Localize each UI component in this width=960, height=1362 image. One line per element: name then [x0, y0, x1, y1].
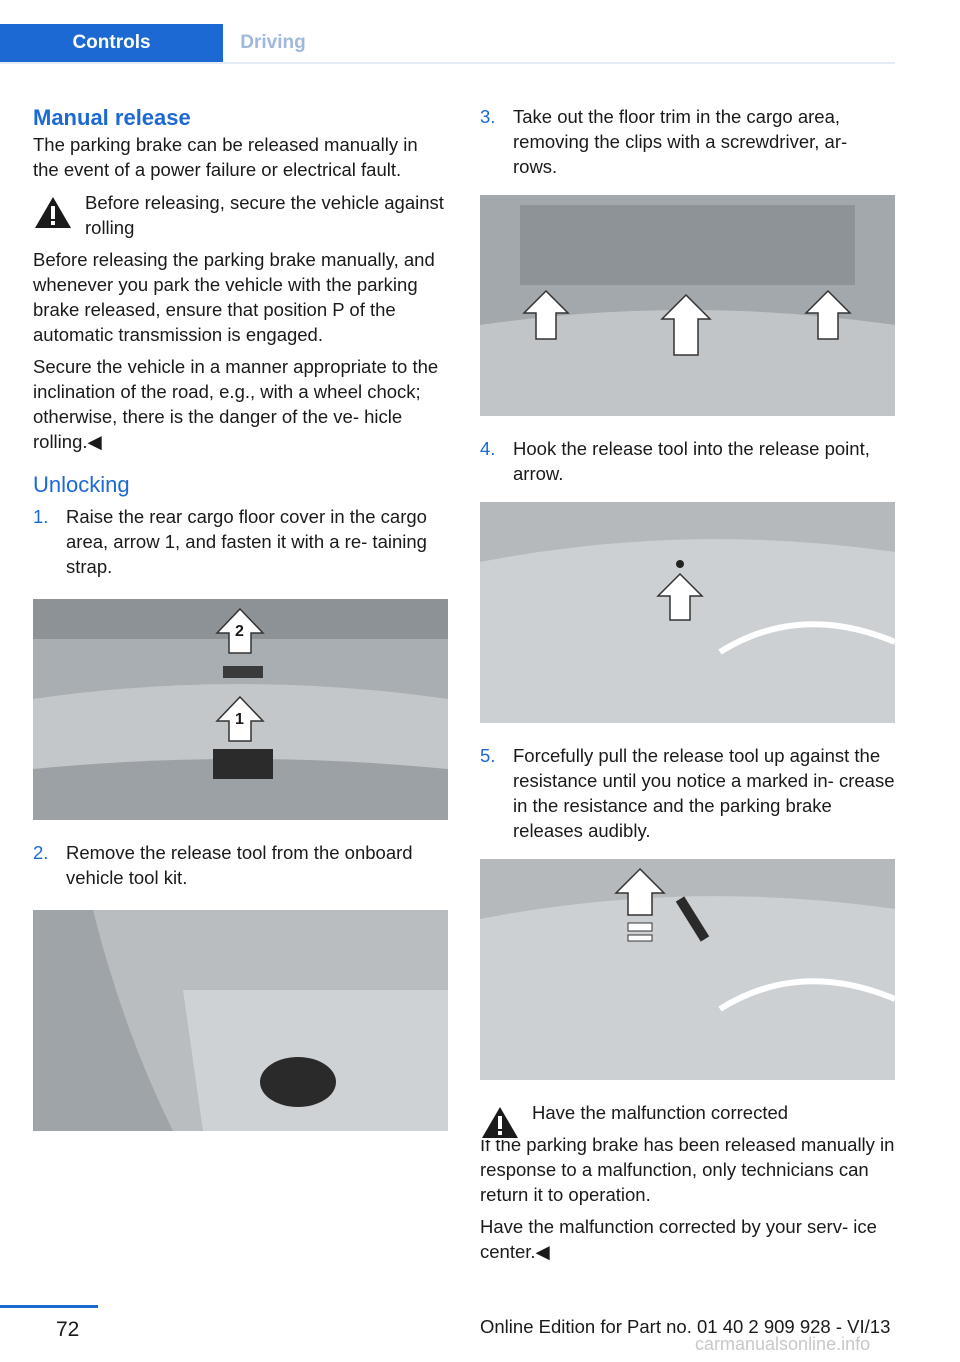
- footer-divider: [0, 1305, 98, 1308]
- step-number: 1.: [33, 506, 49, 527]
- step-text: Take out the floor trim in the cargo are…: [513, 106, 848, 177]
- figure-tool-kit: [33, 910, 448, 1131]
- section-heading: Manual release: [33, 105, 191, 130]
- step-4: 4. Hook the release tool into the releas…: [480, 436, 895, 486]
- step-number: 3.: [480, 106, 496, 127]
- closing-text: Have the malfunction corrected by your s…: [480, 1216, 877, 1262]
- warning-triangle-icon: [480, 1104, 520, 1140]
- tab-controls[interactable]: Controls: [0, 24, 223, 62]
- figure-cargo-floor-cover: 2 1: [33, 599, 448, 820]
- step-text: Hook the release tool into the release p…: [513, 438, 870, 484]
- step-number: 2.: [33, 842, 49, 863]
- warning-title: Before releasing, secure the vehicle aga…: [85, 192, 444, 238]
- step-3: 3. Take out the floor trim in the cargo …: [480, 104, 895, 179]
- tab-driving[interactable]: Driving: [223, 24, 323, 62]
- edition-text: Online Edition for Part no. 01 40 2 909 …: [480, 1316, 891, 1337]
- step-number: 4.: [480, 438, 496, 459]
- step-number: 5.: [480, 745, 496, 766]
- warning-block: Before releasing, secure the vehicle aga…: [33, 190, 448, 240]
- header-tabbar: Controls Driving: [0, 24, 895, 64]
- step-text: Raise the rear cargo floor cover in the …: [66, 506, 427, 577]
- left-column: Manual release The parking brake can be …: [33, 104, 448, 1151]
- step-1: 1. Raise the rear cargo floor cover in t…: [33, 504, 448, 579]
- warning-paragraph-2: Secure the vehicle in a manner appropria…: [33, 356, 439, 452]
- figure-floor-trim: [480, 195, 895, 416]
- step-text: Remove the release tool from the onboard…: [66, 842, 413, 888]
- warning-paragraph-1: Before releasing the parking brake manua…: [33, 249, 435, 345]
- figure-release-point: [480, 502, 895, 723]
- subheading-unlocking: Unlocking: [33, 472, 130, 497]
- warning-text: If the parking brake has been released m…: [480, 1134, 895, 1205]
- right-column: 3. Take out the floor trim in the cargo …: [480, 104, 895, 1271]
- step-2: 2. Remove the release tool from the onbo…: [33, 840, 448, 890]
- step-5: 5. Forcefully pull the release tool up a…: [480, 743, 895, 843]
- figure-pull-tool: [480, 859, 895, 1080]
- warning-triangle-icon: [33, 194, 73, 230]
- step-text: Forcefully pull the release tool up agai…: [513, 745, 895, 841]
- figure-label-1: 1: [235, 711, 244, 728]
- page-number: 72: [56, 1318, 80, 1341]
- watermark: carmanualsonline.info: [695, 1334, 871, 1354]
- warning-block-malfunction: Have the malfunction corrected: [480, 1100, 895, 1140]
- warning-title: Have the malfunction corrected: [532, 1102, 789, 1123]
- intro-text: The parking brake can be released manual…: [33, 134, 418, 180]
- figure-label-2: 2: [235, 623, 244, 640]
